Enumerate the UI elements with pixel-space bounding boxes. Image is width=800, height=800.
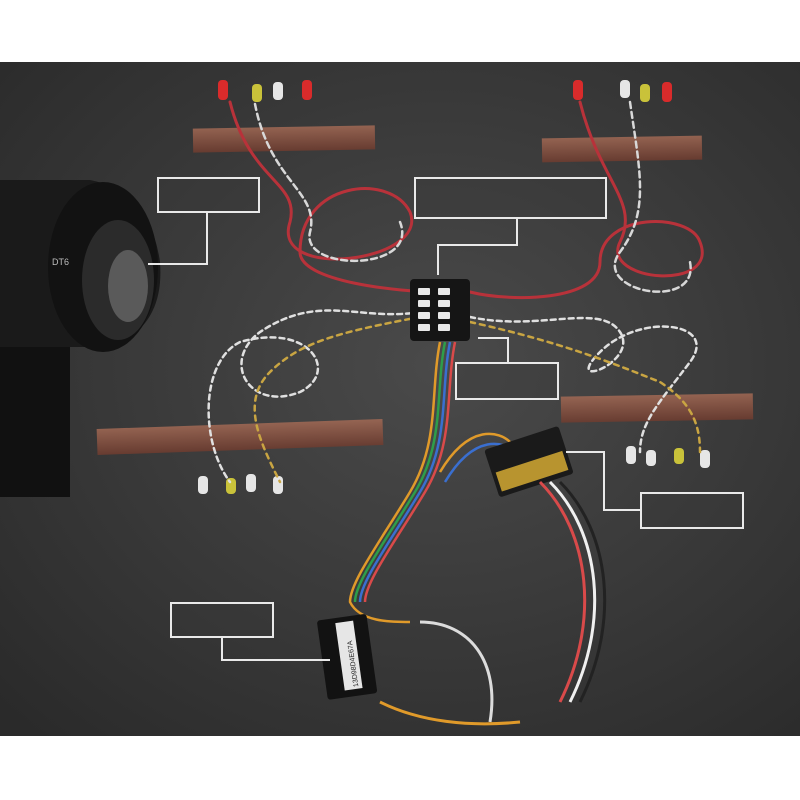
tape-bottom-left — [96, 419, 384, 455]
tape-top-left — [192, 125, 376, 153]
callout-control-board — [455, 362, 559, 400]
svg-text:DT6: DT6 — [52, 257, 69, 267]
ribbon-wires — [348, 341, 516, 624]
control-board — [410, 279, 470, 341]
leds-top-left — [218, 80, 312, 102]
receiver-plug — [484, 426, 573, 497]
callout-receiver-plug — [170, 602, 274, 638]
rc-transmitter: DT6 — [0, 180, 161, 497]
tape-top-right — [541, 135, 703, 163]
photo-wiring-kit: DT6 — [0, 62, 800, 736]
leds-bottom-left — [198, 474, 283, 494]
power-module: 13D98D4E67A — [317, 614, 378, 700]
callout-remote-controller — [157, 177, 260, 213]
leds-top-right — [573, 80, 672, 102]
wire-harness — [207, 100, 704, 484]
callout-front-light-group — [414, 177, 607, 219]
callout-rear-light-group — [640, 492, 744, 529]
